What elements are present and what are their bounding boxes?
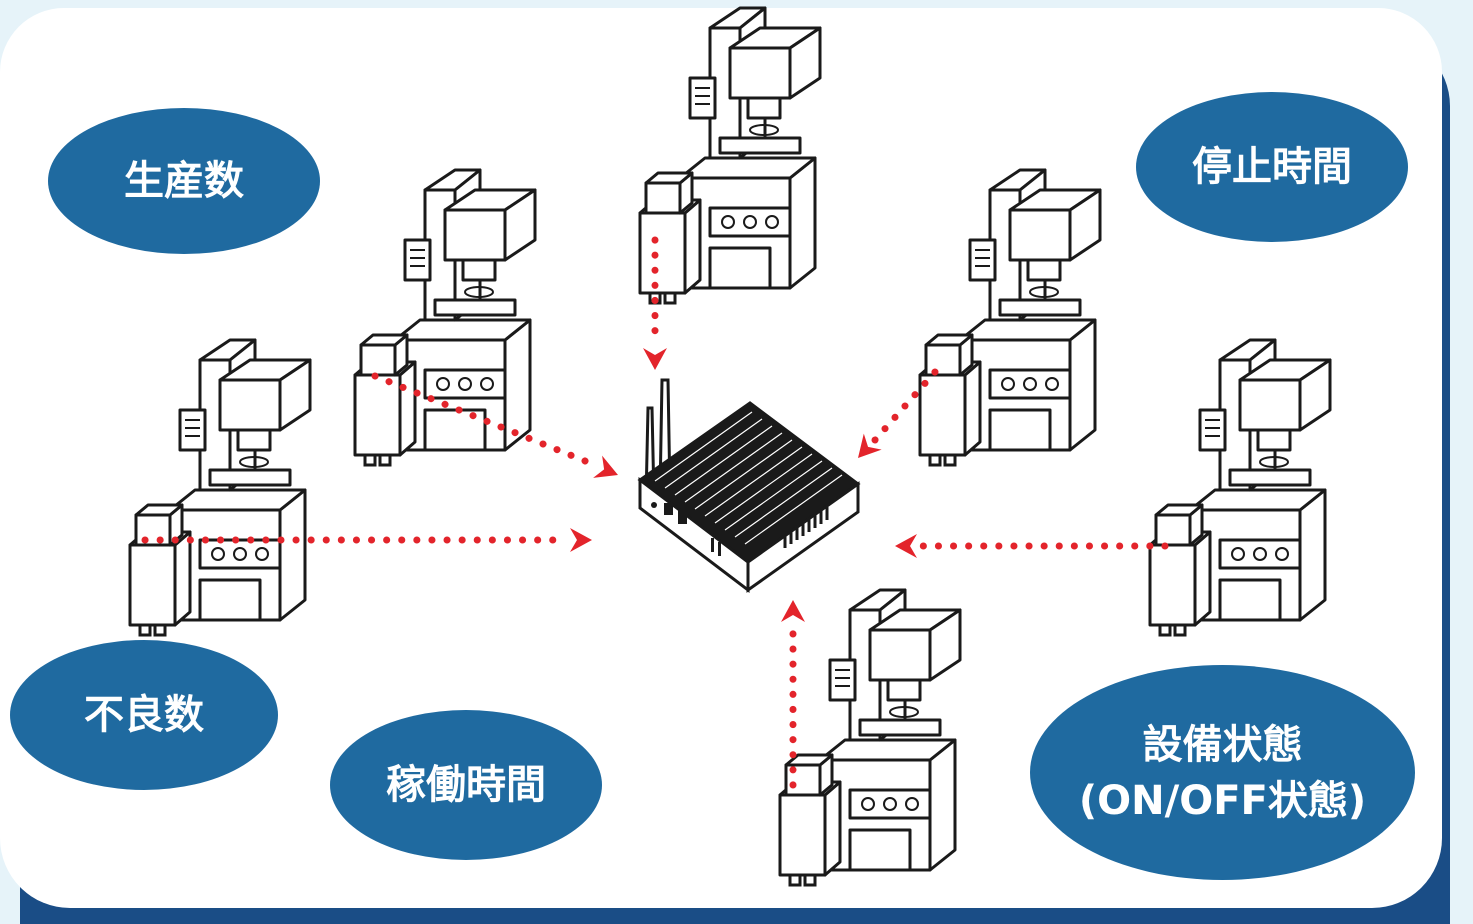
machine-press-icon: [918, 168, 1102, 467]
machine-press-icon: [778, 588, 962, 887]
equipment-status-sublabel: (ON/OFF状態): [1078, 777, 1367, 824]
operating-time-bubble: 稼働時間: [330, 710, 602, 860]
machine-press-icon: [353, 168, 537, 467]
machine-press-icon: [1148, 338, 1332, 637]
edge-gateway-icon: [637, 378, 861, 594]
equipment-status-label: 設備状態: [1142, 721, 1303, 768]
production-count-bubble: 生産数: [48, 108, 320, 254]
stop-time-bubble: 停止時間: [1136, 92, 1408, 242]
machine-press-icon: [128, 338, 312, 637]
stop-time-label: 停止時間: [1192, 144, 1352, 190]
equipment-status-text: 設備状態 (ON/OFF状態): [1079, 717, 1366, 829]
production-count-label: 生産数: [124, 158, 244, 204]
equipment-status-bubble: 設備状態 (ON/OFF状態): [1030, 665, 1415, 880]
connection-lines: [141, 236, 1169, 789]
operating-time-label: 稼働時間: [386, 762, 546, 808]
machine-press-icon: [638, 6, 822, 305]
defect-count-label: 不良数: [84, 692, 204, 738]
defect-count-bubble: 不良数: [10, 640, 278, 790]
